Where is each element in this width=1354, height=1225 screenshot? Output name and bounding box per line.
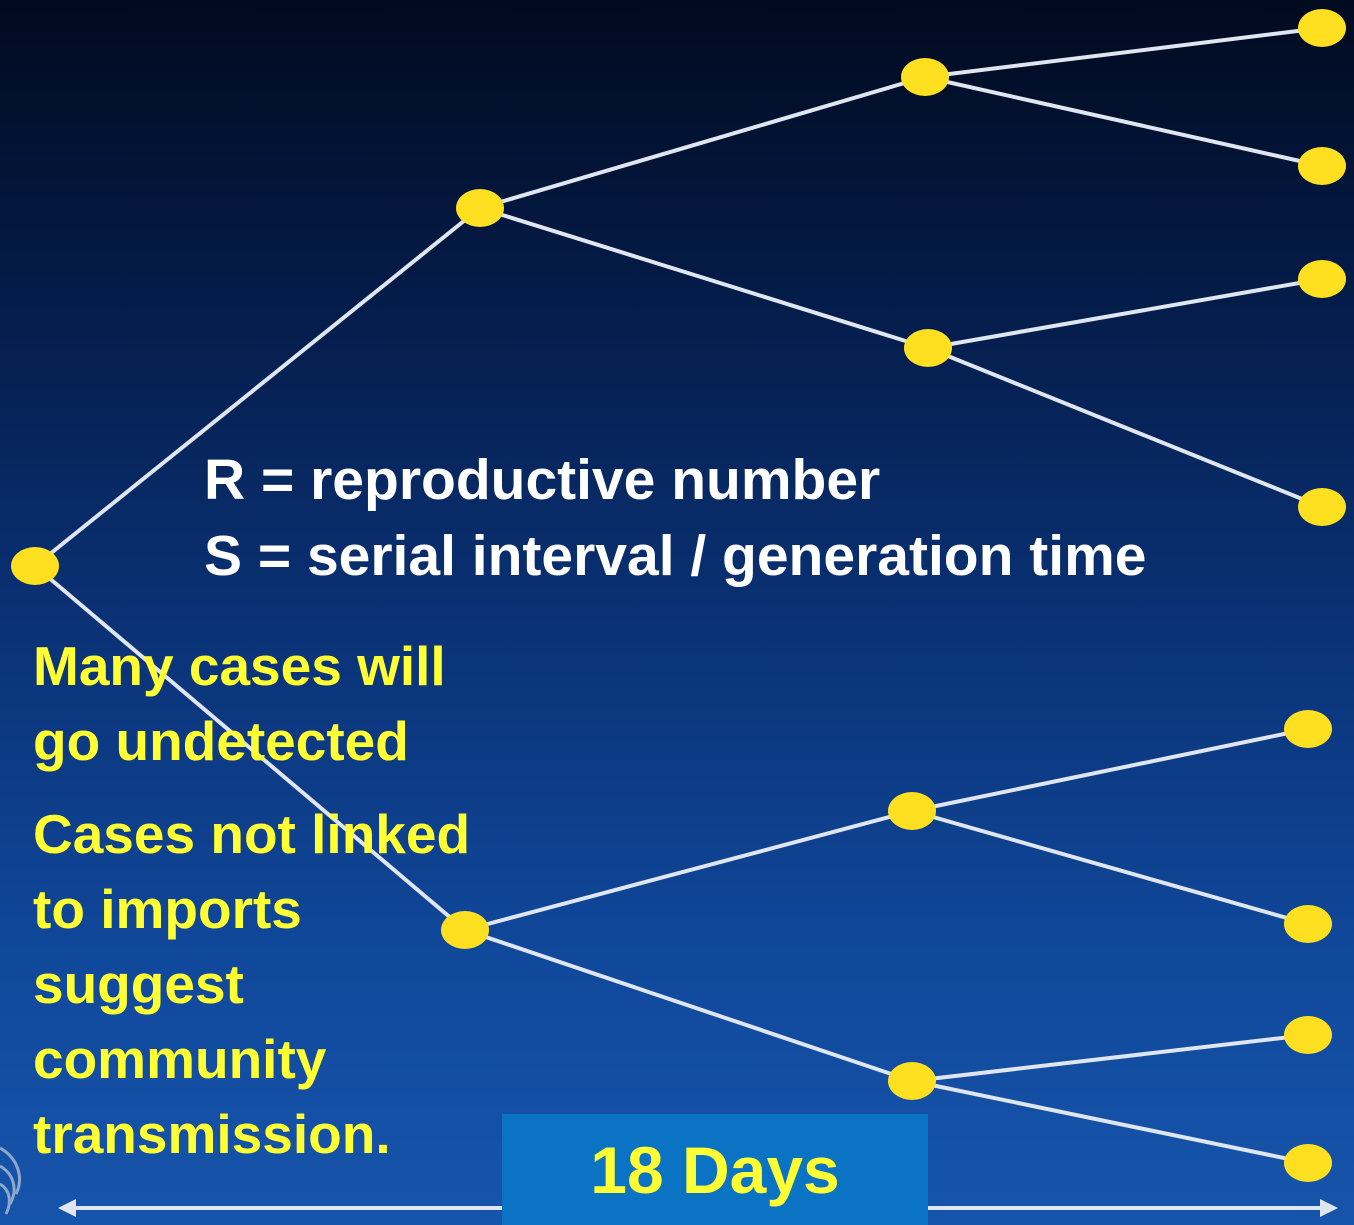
transmission-link [33, 564, 467, 932]
transmission-link [911, 727, 1309, 813]
transmission-link [911, 1033, 1309, 1083]
duration-label: 18 Days [502, 1114, 928, 1225]
case-node [901, 58, 949, 96]
serial-interval-definition: S = serial interval / generation time [204, 524, 1147, 588]
transmission-link [33, 206, 482, 568]
note-line: community [33, 1028, 327, 1090]
transmission-link [924, 75, 1323, 168]
note-line: Many cases will [33, 635, 446, 697]
timeline-arrowhead-right [1320, 1199, 1338, 1217]
timeline-arrowhead-left [58, 1199, 76, 1217]
note-line: Cases not linked [33, 803, 471, 865]
community-transmission-note: Cases not linked to imports suggest comm… [33, 797, 470, 1172]
case-node [888, 792, 936, 830]
case-node [11, 547, 59, 585]
reproductive-number-definition: R = reproductive number [204, 448, 881, 512]
case-node [1298, 9, 1346, 47]
case-node [1298, 147, 1346, 185]
note-line: suggest [33, 953, 244, 1015]
agency-logo-icon [0, 1146, 21, 1215]
case-node [904, 329, 952, 367]
case-node [1298, 488, 1346, 526]
transmission-link [927, 346, 1323, 509]
transmission-link [479, 75, 926, 210]
transmission-link [479, 206, 929, 350]
case-node [456, 189, 504, 227]
undetected-cases-note: Many cases will go undetected [33, 629, 446, 779]
transmission-link [927, 277, 1323, 350]
case-node [1284, 905, 1332, 943]
transmission-link [911, 809, 1309, 926]
transmission-link [911, 1079, 1309, 1165]
case-node [441, 911, 489, 949]
transmission-link [464, 928, 913, 1083]
case-node [888, 1062, 936, 1100]
transmission-link [464, 809, 913, 932]
case-node [1284, 710, 1332, 748]
note-line: to imports [33, 878, 302, 940]
legend: R = reproductive number S = serial inter… [204, 442, 1146, 594]
case-node [1298, 260, 1346, 298]
transmission-link [924, 26, 1323, 79]
case-node [1284, 1016, 1332, 1054]
note-line: transmission. [33, 1103, 391, 1165]
case-node [1284, 1144, 1332, 1182]
note-line: go undetected [33, 710, 409, 772]
